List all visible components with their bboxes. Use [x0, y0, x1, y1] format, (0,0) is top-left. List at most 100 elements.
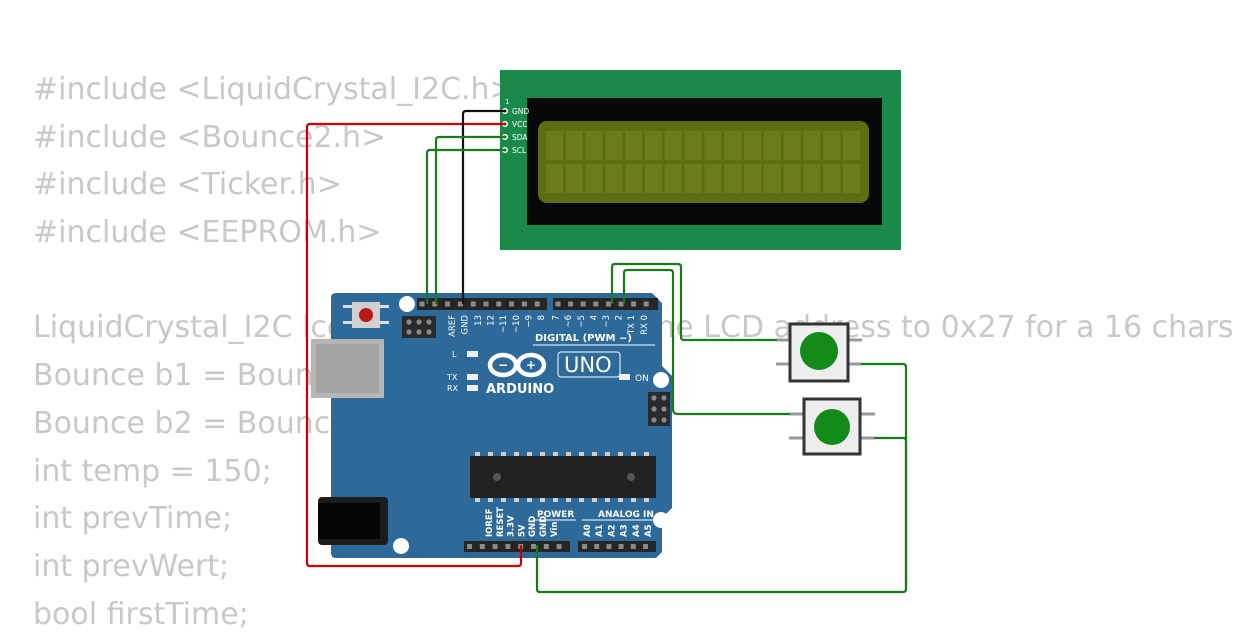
pin-socket[interactable] [509, 301, 515, 307]
wire-sda[interactable] [434, 135, 507, 305]
lcd-pin-label: SDA [512, 133, 528, 142]
pin-socket[interactable] [492, 544, 498, 549]
wire-button1-gnd[interactable] [535, 362, 908, 594]
button-body [788, 322, 850, 383]
wire-gnd[interactable] [461, 109, 507, 305]
lcd-cell [704, 131, 722, 160]
wire-button2-gnd[interactable] [873, 436, 908, 591]
lcd-cell [783, 131, 801, 160]
pin-socket[interactable] [618, 544, 624, 549]
lcd-cell [783, 164, 801, 193]
pin-socket[interactable] [467, 544, 472, 549]
arduino-logo: − + [487, 352, 547, 378]
pin-socket[interactable] [606, 544, 612, 549]
lcd-cell [605, 131, 623, 160]
led-label: TX [446, 373, 458, 382]
lcd-pin-number: 1 [505, 98, 509, 106]
lcd-cell [843, 164, 860, 193]
pin-socket[interactable] [643, 301, 649, 307]
code-line: #include <LiquidCrystal_I2C.h> [33, 72, 515, 107]
pin-socket[interactable] [543, 544, 549, 549]
pin-socket[interactable] [531, 544, 536, 549]
digital-pin-label: 4 [589, 315, 599, 320]
pin-socket[interactable] [470, 301, 476, 307]
lcd-cell [744, 164, 761, 193]
analog-pin-label: A4 [632, 524, 642, 537]
pushbutton-2[interactable] [789, 397, 875, 456]
power-jack [318, 497, 388, 545]
pin-socket[interactable] [580, 301, 586, 307]
pin-socket[interactable] [568, 301, 574, 307]
wire-vcc-5v[interactable] [305, 122, 523, 568]
button-cap[interactable] [814, 409, 850, 445]
wire-pin2-button2[interactable] [622, 268, 791, 416]
power-pin-label: 5V [517, 524, 527, 537]
lcd-cell [704, 164, 722, 193]
digital-header-right[interactable] [553, 298, 658, 310]
wire-pin3-button1[interactable] [610, 262, 778, 342]
power-pin-label: GND [539, 516, 549, 537]
reset-button[interactable] [343, 302, 389, 328]
pin-socket[interactable] [555, 301, 561, 307]
pin-socket[interactable] [457, 301, 463, 307]
pin-socket[interactable] [582, 544, 587, 549]
digital-header-label: DIGITAL (PWM ~) [535, 333, 632, 344]
lcd-cell [823, 131, 841, 160]
pin-socket[interactable] [618, 301, 624, 307]
pin-socket[interactable] [479, 544, 485, 549]
mounting-hole [653, 372, 669, 388]
lcd-pin-label: GND [512, 107, 529, 116]
lcd-cell [625, 164, 643, 193]
digital-pin-label: ~5 [577, 315, 587, 328]
bottom-pin-sockets [467, 544, 648, 549]
mounting-hole [653, 512, 669, 528]
lcd-cell [565, 131, 583, 160]
digital-pin-sockets [419, 301, 649, 307]
digital-pin-label: 8 [537, 315, 547, 320]
digital-pin-label: 12 [487, 315, 497, 326]
brand-label: ARDUINO [486, 382, 554, 397]
icsp-header [402, 316, 436, 338]
pin-socket[interactable] [556, 544, 562, 549]
pin-socket[interactable] [445, 301, 451, 307]
lcd-cell [803, 164, 821, 193]
wire-scl[interactable] [425, 148, 507, 305]
analog-pin-label: A5 [644, 524, 654, 537]
pin-socket[interactable] [630, 544, 636, 549]
digital-pin-label: ~10 [512, 315, 522, 333]
pin-socket[interactable] [496, 301, 502, 307]
pin-socket[interactable] [593, 301, 599, 307]
digital-pin-label: 2 [615, 315, 625, 320]
lcd-cell [625, 131, 643, 160]
lcd-cell [843, 131, 860, 160]
pin-socket[interactable] [594, 544, 600, 549]
icsp-header [648, 392, 670, 426]
pin-socket[interactable] [432, 301, 438, 307]
pin-socket[interactable] [534, 301, 540, 307]
led-label: RX [447, 384, 459, 393]
pin-socket[interactable] [505, 544, 511, 549]
pin-socket[interactable] [521, 301, 527, 307]
digital-header-left[interactable] [417, 298, 547, 310]
button-cap[interactable] [800, 332, 838, 370]
pin-socket[interactable] [605, 301, 611, 307]
svg-text:+: + [526, 358, 536, 372]
lcd-display[interactable]: 1 GND VCC SDA SCL [500, 70, 901, 250]
pushbutton-1[interactable] [776, 322, 862, 383]
lcd-character-grid [546, 131, 860, 193]
lcd-cell [744, 131, 761, 160]
analog-header[interactable] [578, 541, 656, 552]
pin-socket[interactable] [643, 544, 648, 549]
power-pin-label: Vin [550, 522, 560, 537]
pin-socket[interactable] [483, 301, 489, 307]
lcd-cell [763, 131, 781, 160]
pin-socket[interactable] [631, 301, 637, 307]
power-header[interactable] [464, 541, 570, 552]
lcd-cell [803, 131, 821, 160]
digital-pin-label: ~9 [524, 315, 534, 328]
pin-socket[interactable] [419, 301, 425, 307]
code-line: int prevTime; [33, 501, 233, 537]
